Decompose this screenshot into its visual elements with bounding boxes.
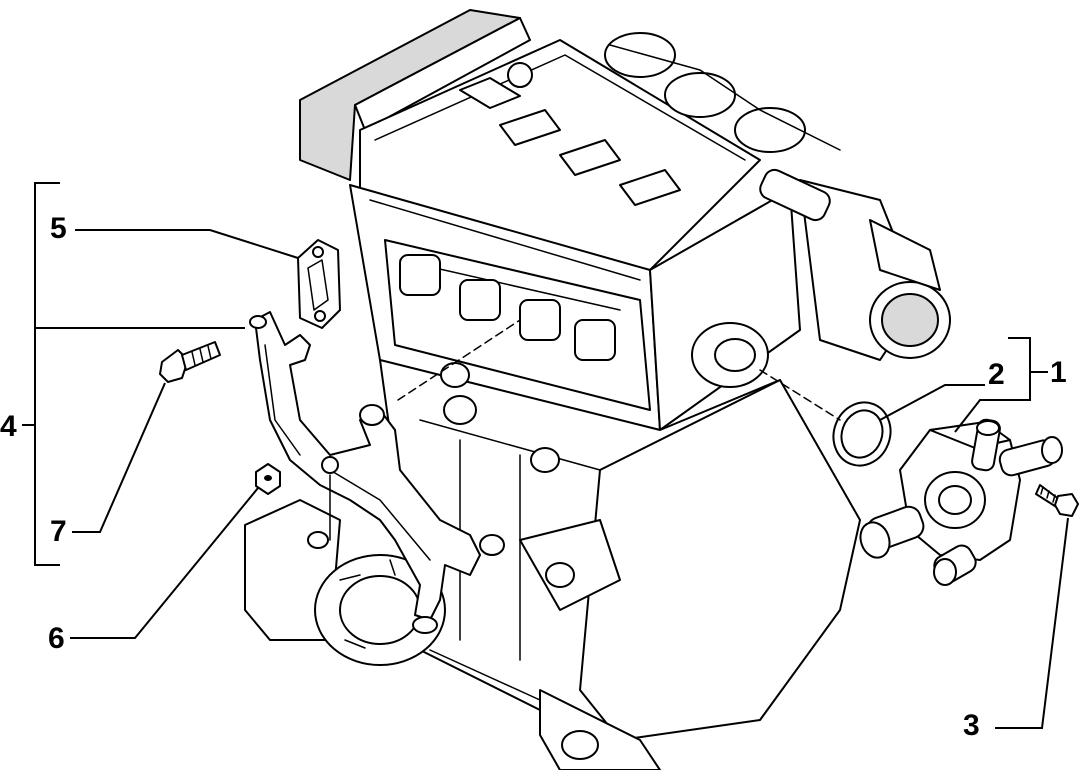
callout-3: 3 xyxy=(963,709,980,742)
thermostat-housing-part-1 xyxy=(859,418,1063,586)
bolt-part-3 xyxy=(1035,484,1079,517)
callout-leaders xyxy=(22,182,1069,729)
callout-labels: 1 2 3 4 5 6 7 xyxy=(0,212,1067,742)
coolant-pipe-part-4 xyxy=(249,311,505,634)
gasket-part-5 xyxy=(297,239,341,329)
callout-4: 4 xyxy=(0,410,17,443)
o-ring-part-2 xyxy=(832,401,892,467)
assembly-guide-lines xyxy=(397,319,841,421)
bolt-part-7 xyxy=(159,341,221,383)
callout-7: 7 xyxy=(50,515,67,548)
nut-part-6 xyxy=(255,463,281,495)
callout-5: 5 xyxy=(50,212,67,245)
bracket-4 xyxy=(34,182,60,566)
callout-1: 1 xyxy=(1050,356,1067,389)
callout-6: 6 xyxy=(48,622,65,655)
callout-2: 2 xyxy=(988,358,1005,391)
engine-block-illustration xyxy=(244,9,951,770)
bracket-1 xyxy=(1008,337,1031,401)
